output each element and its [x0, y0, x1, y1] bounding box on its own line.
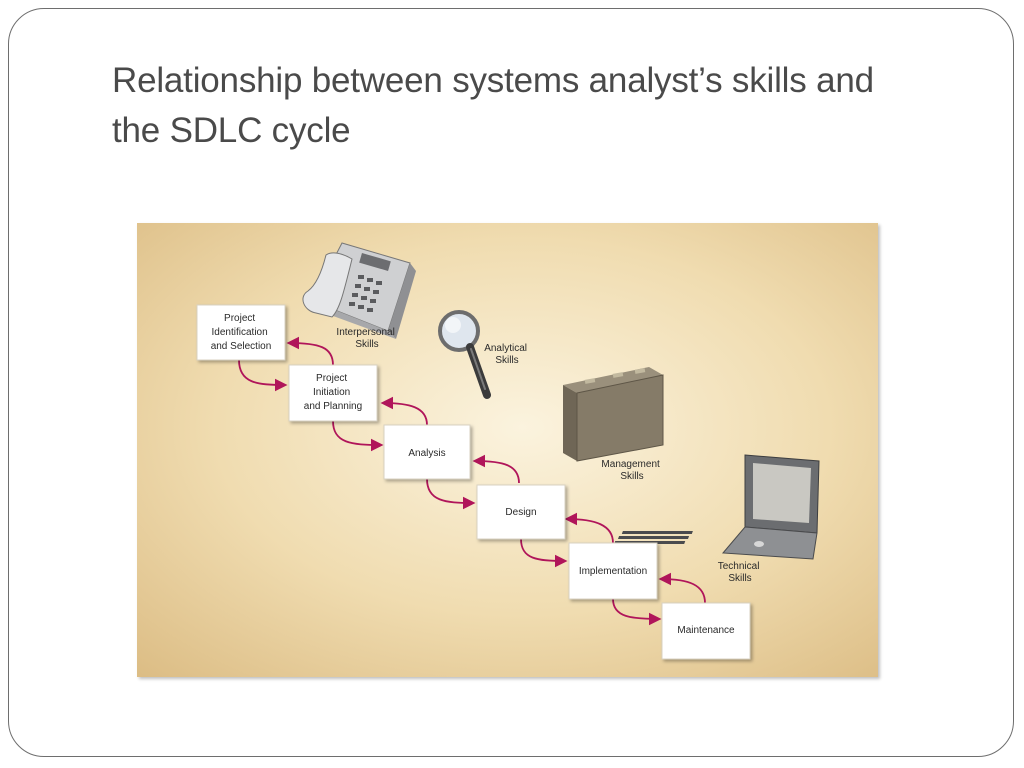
telephone-icon: [302, 242, 416, 339]
laptop-icon: [614, 454, 820, 560]
briefcase-icon: [563, 367, 664, 462]
slide-title-line-1: Relationship between systems analyst’s s…: [112, 61, 874, 100]
sdlc-skills-diagram: Interpersonal Skills Analytical Skills M…: [137, 223, 878, 677]
phase-box-identification: Project Identification and Selection: [196, 304, 286, 361]
forward-arrow-4: [520, 538, 568, 568]
skill-label-analytical: Analytical Skills: [484, 343, 530, 366]
svg-text:Maintenance: Maintenance: [677, 625, 735, 636]
magnifying-glass-icon: [438, 310, 491, 399]
skill-label-interpersonal: Interpersonal Skills: [336, 327, 397, 350]
feedback-arrow-4: [564, 512, 614, 544]
forward-arrow-1: [238, 359, 288, 392]
svg-text:Project Initiation: Project Initiation and Planning: [304, 373, 362, 412]
feedback-arrow-5: [658, 572, 706, 604]
feedback-arrow-1: [286, 336, 334, 366]
forward-arrow-2: [332, 420, 384, 452]
svg-text:Analysis: Analysis: [408, 448, 445, 459]
phase-box-maintenance: Maintenance: [661, 602, 751, 660]
slide-title-line-2: the SDLC cycle: [112, 111, 351, 150]
forward-arrow-5: [612, 598, 662, 626]
feedback-arrow-2: [380, 396, 428, 426]
sdlc-skills-figure: Interpersonal Skills Analytical Skills M…: [137, 223, 878, 677]
svg-text:Project Identification: Project Identification and Selection: [211, 313, 272, 352]
skill-label-technical: Technical Skills: [718, 561, 762, 584]
svg-text:Design: Design: [505, 507, 536, 518]
phase-box-implementation: Implementation: [568, 542, 658, 600]
flow-arrows: [238, 336, 706, 626]
forward-arrow-3: [426, 478, 476, 510]
slide-title: Relationship between systems analyst’s s…: [112, 56, 972, 156]
phase-box-design: Design: [476, 484, 566, 540]
diagram-background: [137, 223, 878, 677]
feedback-arrow-3: [472, 454, 520, 484]
svg-text:Implementation: Implementation: [579, 566, 647, 577]
phase-box-analysis: Analysis: [383, 424, 471, 480]
skill-label-management: Management Skills: [601, 459, 662, 482]
phase-box-initiation: Project Initiation and Planning: [288, 364, 378, 422]
